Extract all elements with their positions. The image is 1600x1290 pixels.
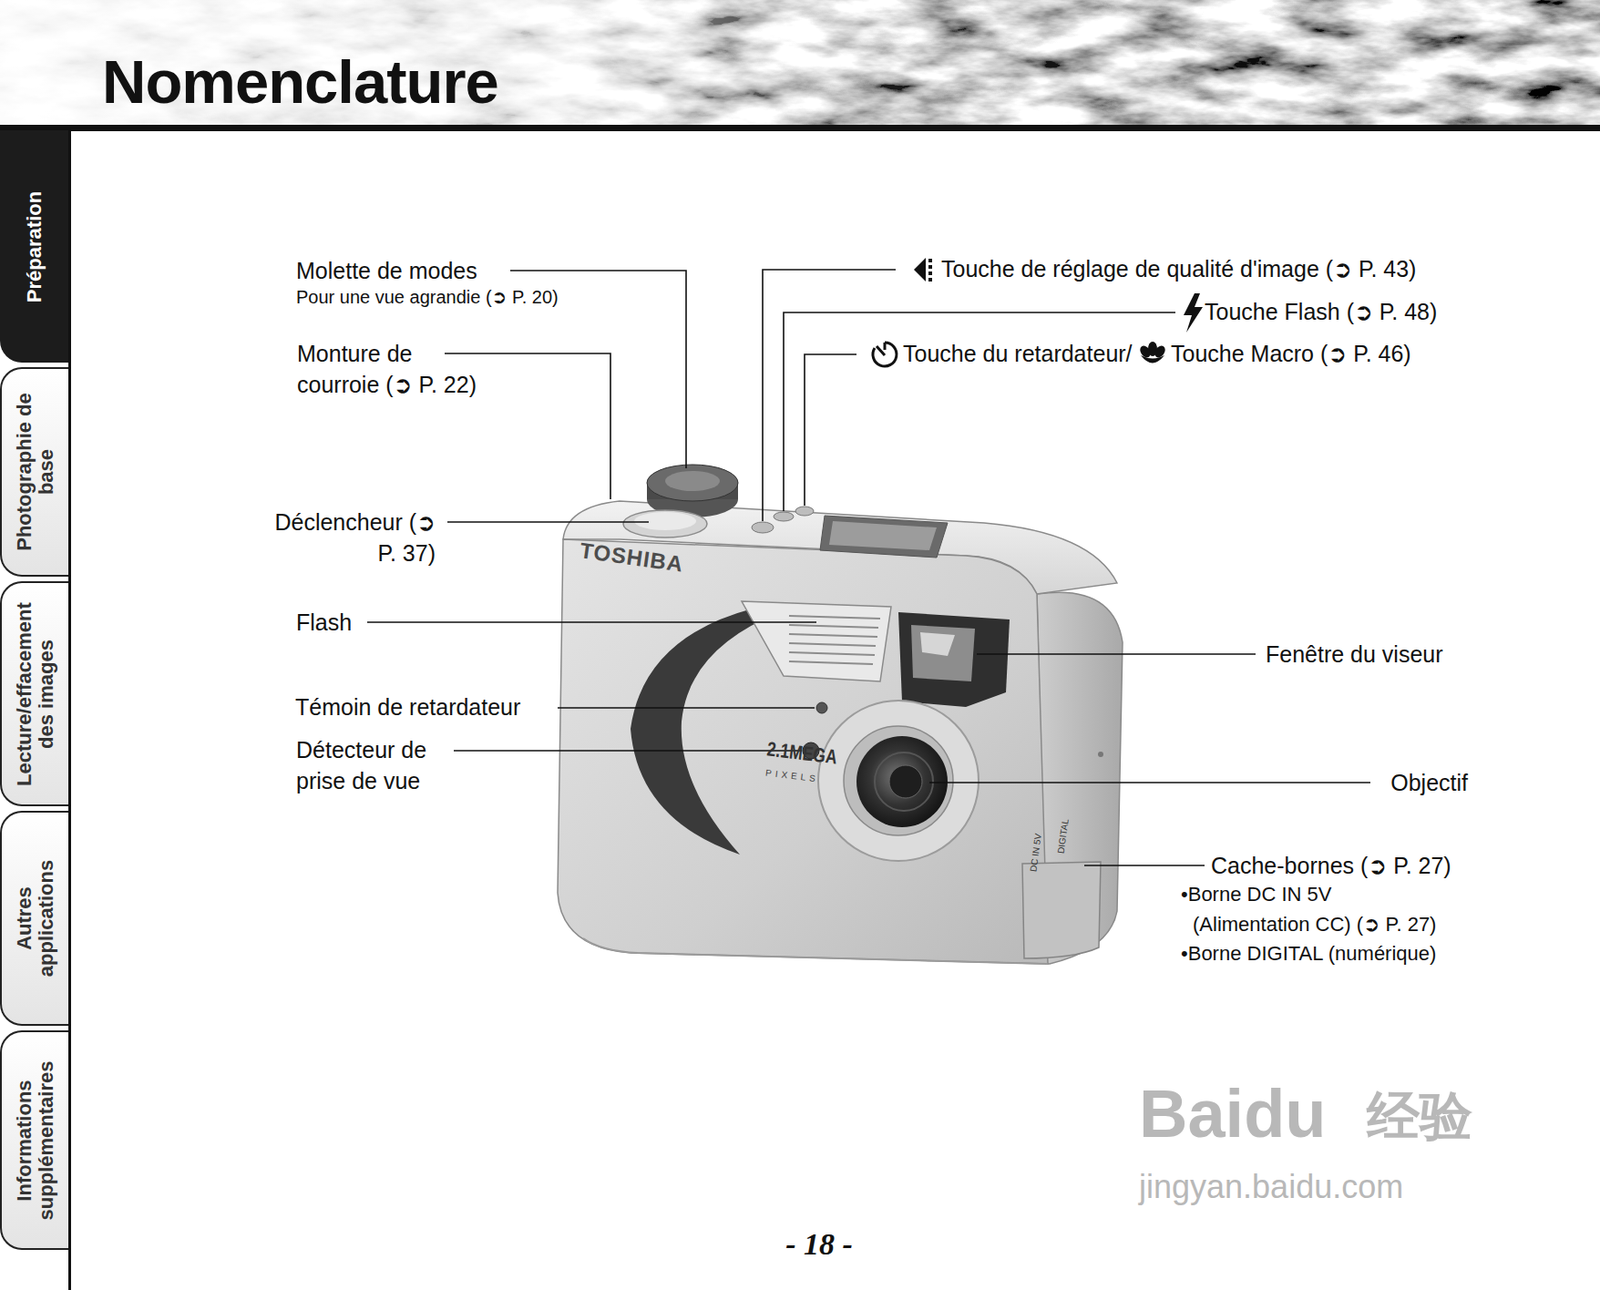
flash-icon [1183,293,1203,333]
section-tab: Préparation [0,130,69,363]
part-label: Détecteur de prise de vue [296,734,461,797]
terminal-item: (Alimentation CC) (➲ P. 27) [1192,912,1436,938]
tab-label: Photographie de base [13,392,58,553]
watermark: Baidu [1138,1075,1327,1154]
part-label: Déclencheur (➲ P. 37) [271,506,436,569]
part-label: Touche Flash (➲ P. 48) [1204,297,1437,326]
part-label: Objectif [1390,769,1468,797]
section-tab: Photographie de base [0,367,69,577]
terminal-item: •Borne DC IN 5V [1180,882,1332,908]
macro-icon [1138,339,1168,370]
watermark: jingyan.baidu.com [1138,1168,1404,1207]
part-label: Flash [296,608,352,636]
timer-icon [872,342,897,367]
section-tab: Informations supplémentaires [0,1030,69,1251]
part-label: Monture de courroie (➲ P. 22) [297,338,493,400]
page-number: - 18 - [773,1226,865,1263]
part-label: Témoin de retardateur [295,693,521,721]
tab-label: Préparation [23,142,46,352]
quality-icon [913,257,933,282]
part-label: Fenêtre du viseur [1265,640,1444,668]
terminal-item: •Borne DIGITAL (numérique) [1180,941,1436,967]
part-label: Touche de réglage de qualité d'image (➲ … [941,255,1416,283]
part-label: Touche Macro (➲ P. 46) [1170,339,1412,368]
section-tab: Autres applications [0,810,69,1026]
tab-label: Informations supplémentaires [13,1042,58,1239]
part-label: Touche du retardateur/ [902,339,1133,368]
page-title: Nomenclature [102,45,499,119]
part-label: Molette de modes [296,256,478,285]
watermark: 经验 [1366,1084,1473,1149]
tab-label: Lecture/effacement des images [13,586,58,801]
section-tab: Lecture/effacement des images [0,581,69,807]
page-reference: Pour une vue agrandie (➲ P. 20) [296,286,559,308]
tab-label: Autres applications [13,841,58,996]
part-label: Cache-bornes (➲ P. 27) [1210,851,1452,880]
